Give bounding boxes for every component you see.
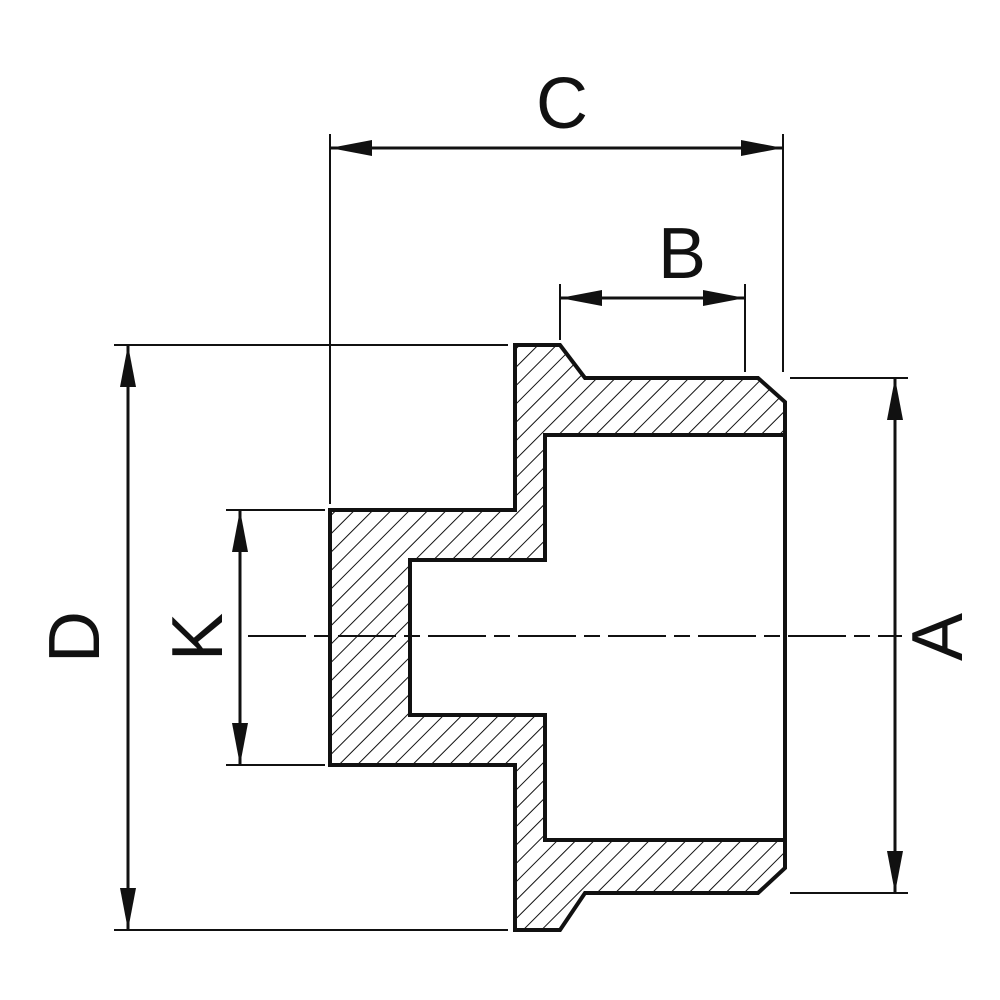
fitting-section-body — [328, 343, 787, 932]
dim-d-arrow-bottom — [120, 888, 136, 930]
dimension-k: K — [158, 509, 325, 766]
dim-c-arrow-left — [330, 140, 372, 156]
dim-c-label: C — [536, 64, 588, 144]
dimension-a: A — [790, 377, 978, 894]
dim-d-label: D — [35, 611, 115, 663]
dim-c-arrow-right — [741, 140, 783, 156]
dim-k-arrow-top — [232, 510, 248, 552]
part-cross-section — [248, 343, 902, 932]
dim-b-arrow-left — [560, 290, 602, 306]
dim-k-label: K — [158, 613, 238, 661]
dim-a-arrow-bottom — [887, 851, 903, 893]
dimension-d: D — [35, 344, 508, 931]
dim-b-label: B — [658, 214, 706, 294]
dimension-b: B — [559, 214, 746, 372]
dim-k-arrow-bottom — [232, 723, 248, 765]
dim-b-arrow-right — [703, 290, 745, 306]
dim-a-arrow-top — [887, 378, 903, 420]
dimension-c: C — [329, 64, 784, 504]
dim-a-label: A — [898, 613, 978, 661]
dim-d-arrow-top — [120, 345, 136, 387]
